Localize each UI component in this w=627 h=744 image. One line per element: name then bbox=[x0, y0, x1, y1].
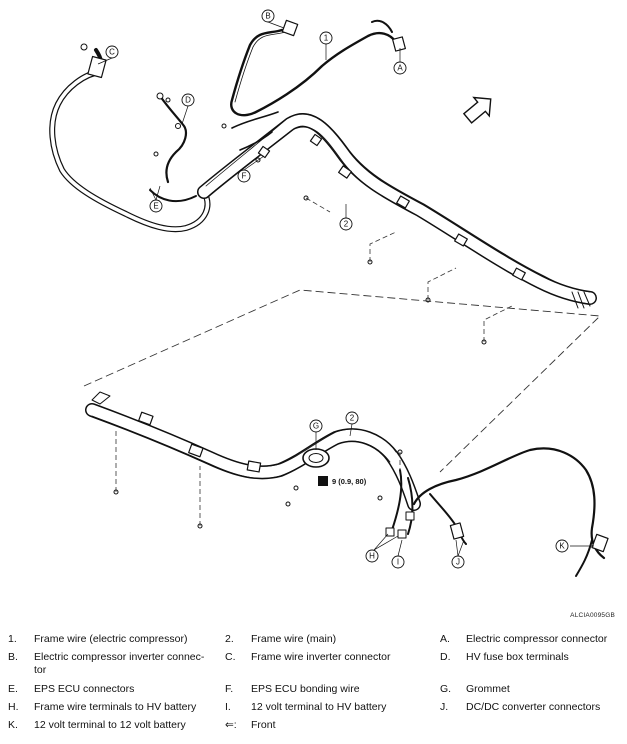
svg-text:D: D bbox=[185, 96, 191, 105]
callout-leaders bbox=[97, 21, 594, 557]
legend-text: DC/DC converter connectors bbox=[466, 701, 601, 713]
callout-i: I bbox=[391, 555, 405, 569]
legend-text: Frame wire (main) bbox=[251, 633, 337, 645]
legend-key: D. bbox=[440, 651, 451, 663]
torque-value: 9 (0.9, 80) bbox=[332, 477, 367, 486]
legend-item: A. Electric compressor connector bbox=[440, 633, 622, 646]
legend-text: EPS ECU bonding wire bbox=[251, 683, 360, 695]
legend-text: Frame wire (electric compressor) bbox=[34, 633, 188, 645]
callout-1: 1 bbox=[319, 31, 333, 45]
legend-text: EPS ECU connectors bbox=[34, 683, 135, 695]
legend-text: Frame wire terminals to HV battery bbox=[34, 701, 197, 713]
legend-key: 2. bbox=[225, 633, 234, 645]
legend-key: E. bbox=[8, 683, 18, 695]
legend-key: H. bbox=[8, 701, 19, 713]
callout-h: H bbox=[365, 549, 379, 563]
legend-text: Frame wire inverter connector bbox=[251, 651, 391, 663]
legend-text: Front bbox=[251, 719, 276, 731]
legend-row: H. Frame wire terminals to HV battery I. 1… bbox=[8, 701, 620, 719]
svg-text:1: 1 bbox=[324, 34, 329, 43]
svg-text:B: B bbox=[265, 12, 270, 21]
legend-row: 1. Frame wire (electric compressor) 2. Fra… bbox=[8, 633, 620, 651]
upper-harness bbox=[49, 19, 597, 345]
legend-key: 1. bbox=[8, 633, 17, 645]
legend-text: 12 volt terminal to HV battery bbox=[251, 701, 387, 713]
legend-row: E. EPS ECU connectors F. EPS ECU bonding w… bbox=[8, 683, 620, 701]
assembly-outline bbox=[83, 289, 602, 473]
callout-2-upper: 2 bbox=[339, 217, 353, 231]
image-code: ALCIA0095GB bbox=[570, 612, 615, 619]
legend-item: C. Frame wire inverter connector bbox=[225, 651, 425, 664]
callout-j: J bbox=[451, 555, 465, 569]
legend-item: D. HV fuse box terminals bbox=[440, 651, 622, 664]
grommet bbox=[302, 448, 330, 468]
callout-f: F bbox=[237, 169, 251, 183]
svg-text:F: F bbox=[242, 172, 247, 181]
callout-g: G bbox=[309, 419, 323, 433]
callout-d: D bbox=[181, 93, 195, 107]
legend: 1. Frame wire (electric compressor) 2. Fra… bbox=[8, 633, 620, 737]
legend-item: E. EPS ECU connectors bbox=[8, 683, 213, 696]
svg-text:I: I bbox=[397, 558, 399, 567]
legend-item: J. DC/DC converter connectors bbox=[440, 701, 622, 714]
legend-item: F. EPS ECU bonding wire bbox=[225, 683, 425, 696]
wire-to-12v-battery bbox=[412, 447, 606, 560]
projection-lines-upper bbox=[305, 197, 513, 342]
legend-key: G. bbox=[440, 683, 452, 695]
projection-lines-lower bbox=[115, 430, 401, 526]
legend-key: I. bbox=[225, 701, 231, 713]
legend-row: K. 12 volt terminal to 12 volt battery ⇐:… bbox=[8, 719, 620, 737]
callout-a: A bbox=[393, 61, 407, 75]
legend-item: 1. Frame wire (electric compressor) bbox=[8, 633, 213, 646]
callout-b: B bbox=[261, 9, 275, 23]
front-symbol-icon: ⇐: bbox=[225, 719, 237, 731]
legend-key: J. bbox=[440, 701, 449, 713]
frame-wire-electric-compressor bbox=[230, 28, 398, 117]
callout-2-lower: 2 bbox=[345, 411, 359, 425]
svg-text:G: G bbox=[313, 422, 319, 431]
legend-text: HV fuse box terminals bbox=[466, 651, 569, 663]
svg-text:A: A bbox=[397, 64, 403, 73]
svg-text:J: J bbox=[456, 558, 460, 567]
torque-spec: 9 (0.9, 80) bbox=[318, 476, 367, 486]
legend-item: G. Grommet bbox=[440, 683, 622, 696]
torque-icon bbox=[318, 476, 328, 486]
legend-item: 2. Frame wire (main) bbox=[225, 633, 425, 646]
front-arrow-icon bbox=[462, 96, 492, 124]
legend-item: K. 12 volt terminal to 12 volt battery bbox=[8, 719, 213, 732]
legend-text: Electric compressor connector bbox=[466, 633, 608, 645]
legend-key: F. bbox=[225, 683, 234, 695]
legend-key: A. bbox=[440, 633, 450, 645]
svg-text:H: H bbox=[369, 552, 375, 561]
legend-key: K. bbox=[8, 719, 18, 731]
legend-item: I. 12 volt terminal to HV battery bbox=[225, 701, 425, 714]
svg-text:2: 2 bbox=[344, 220, 349, 229]
legend-text: Grommet bbox=[466, 683, 510, 695]
legend-key: B. bbox=[8, 651, 18, 663]
lower-harness bbox=[85, 391, 609, 577]
callout-c: C bbox=[105, 45, 119, 59]
svg-text:E: E bbox=[153, 202, 158, 211]
legend-item: ⇐: Front bbox=[225, 719, 425, 732]
svg-text:2: 2 bbox=[350, 414, 355, 423]
callouts: 1 2 2 A B C D E F G H I J K bbox=[105, 9, 569, 569]
legend-item: H. Frame wire terminals to HV battery bbox=[8, 701, 213, 714]
legend-item: B. Electric compressor inverter connec- t… bbox=[8, 651, 213, 677]
legend-text: 12 volt terminal to 12 volt battery bbox=[34, 719, 186, 731]
callout-e: E bbox=[149, 199, 163, 213]
svg-text:C: C bbox=[109, 48, 115, 57]
callout-k: K bbox=[555, 539, 569, 553]
legend-text: Electric compressor inverter connec- tor bbox=[34, 651, 205, 676]
svg-text:K: K bbox=[559, 542, 565, 551]
wiring-harness-diagram: 9 (0.9, 80) 1 2 2 A B C D E F G H I J K bbox=[49, 9, 609, 577]
legend-row: B. Electric compressor inverter connec- t… bbox=[8, 651, 620, 683]
legend-key: C. bbox=[225, 651, 236, 663]
